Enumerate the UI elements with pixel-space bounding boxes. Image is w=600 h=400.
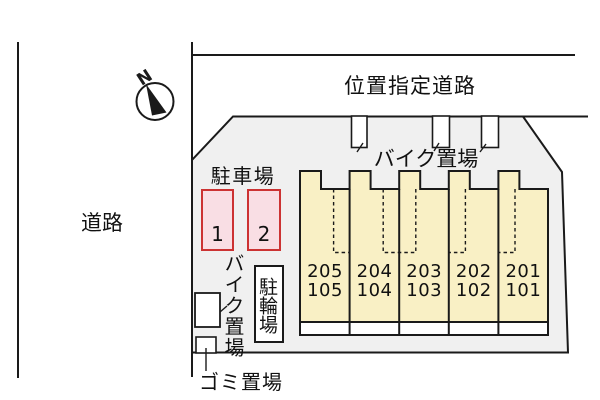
parking-space-number-2: 2 (257, 222, 271, 246)
bike-parking-left-label: バイク置場 (221, 252, 245, 358)
bike-area-box (194, 292, 221, 328)
bike-leader-tick (479, 143, 487, 153)
parking-space-number-1: 1 (211, 222, 224, 246)
unit-upper-number: 202 (455, 261, 492, 282)
unit-label-201-101: 201 101 (498, 261, 548, 301)
unit-label-203-103: 203 103 (399, 261, 449, 301)
bicycle-parking-box (254, 265, 284, 343)
bike-spot-box (350, 115, 368, 149)
unit-upper-number: 204 (356, 261, 393, 282)
bike-leader-tick (356, 142, 364, 153)
garbage-area-label: ゴミ置場 (199, 370, 283, 394)
unit-upper-number: 203 (406, 261, 443, 282)
stair-dashed-outline (498, 189, 516, 254)
building-outline (299, 170, 549, 323)
unit-lower-number: 101 (505, 279, 542, 301)
road-label: 道路 (81, 211, 123, 235)
unit-label-202-102: 202 102 (449, 261, 499, 301)
unit-upper-number: 201 (505, 261, 542, 282)
unit-label-205-105: 205 105 (300, 261, 350, 301)
bike-spot-box (431, 115, 451, 149)
bike-parking-top-label: バイク置場 (373, 147, 479, 171)
designated-road-label: 位置指定道路 (344, 74, 476, 98)
unit-lower-number: 103 (406, 279, 443, 301)
parking-space-1 (201, 189, 234, 251)
bike-area-leader-tick (219, 305, 228, 313)
unit-upper-number: 205 (307, 261, 343, 282)
bike-spot-box (480, 115, 500, 149)
car-parking-label: 駐車場 (210, 164, 276, 188)
stair-dashed-outline (332, 189, 350, 254)
stair-dashed-outline (448, 189, 467, 254)
north-compass-icon: N (133, 66, 175, 121)
balcony-strip (299, 321, 549, 336)
unit-lower-number: 104 (356, 279, 393, 301)
parking-space-2 (247, 189, 281, 251)
stair-dashed-outline (399, 189, 417, 254)
stair-dashed-outline (382, 189, 400, 254)
bike-leader-tick (433, 142, 440, 152)
unit-label-204-104: 204 104 (350, 261, 400, 301)
unit-lower-number: 102 (455, 279, 492, 301)
bicycle-parking-label: 駐輪場 (256, 276, 278, 334)
unit-lower-number: 105 (307, 279, 343, 301)
